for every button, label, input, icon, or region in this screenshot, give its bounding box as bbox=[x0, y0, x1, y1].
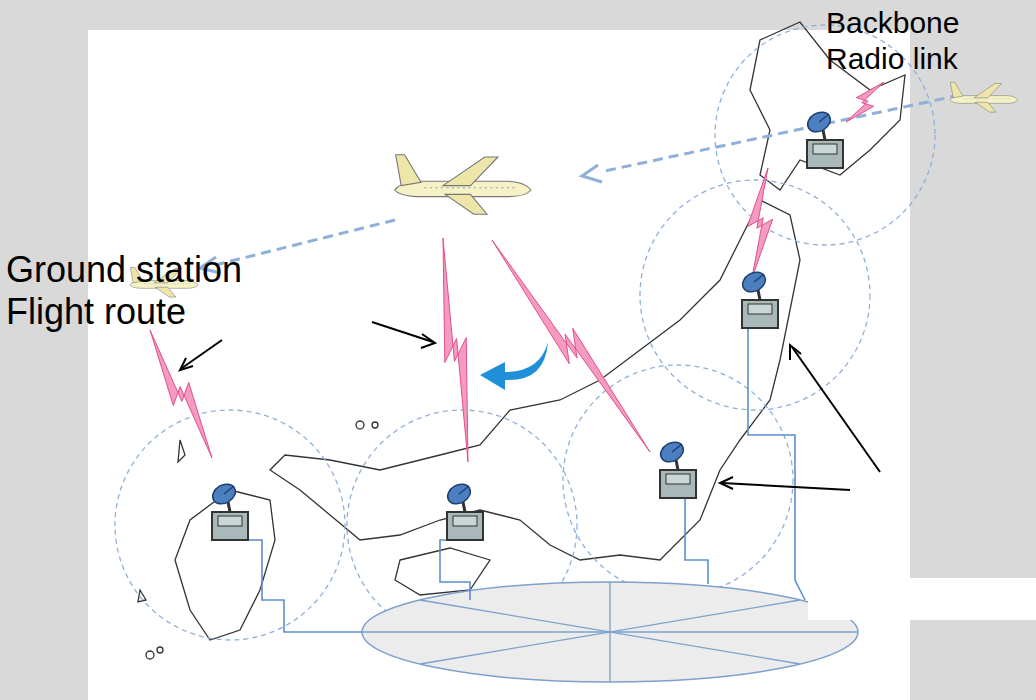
airplane bbox=[395, 155, 531, 214]
ground-station bbox=[804, 108, 843, 168]
lightning-bolt bbox=[747, 168, 772, 278]
leader-arrow bbox=[180, 322, 880, 490]
lightning-bolt bbox=[150, 330, 212, 458]
map-label: Ground station bbox=[6, 250, 242, 290]
map-panel bbox=[88, 30, 910, 700]
coverage-circle bbox=[115, 25, 935, 640]
airplane bbox=[950, 82, 1018, 112]
map-label: Backbone bbox=[826, 6, 959, 39]
backbone-network bbox=[362, 582, 858, 682]
ground-station bbox=[739, 268, 778, 328]
flight-arrowhead bbox=[582, 165, 602, 182]
blank-patch bbox=[808, 578, 1036, 620]
ground-station bbox=[657, 438, 696, 498]
handover-arrow bbox=[480, 342, 548, 390]
lightning-bolt bbox=[492, 240, 650, 452]
japan-outline bbox=[138, 22, 905, 659]
map-label: Radio link bbox=[826, 42, 958, 75]
ground-station bbox=[444, 480, 483, 540]
ground-station bbox=[209, 480, 248, 540]
backbone-wire bbox=[230, 320, 805, 632]
radio-link bbox=[150, 82, 884, 462]
map-label: Flight route bbox=[6, 292, 186, 332]
lightning-bolt bbox=[846, 82, 884, 122]
lightning-bolt bbox=[443, 238, 468, 462]
